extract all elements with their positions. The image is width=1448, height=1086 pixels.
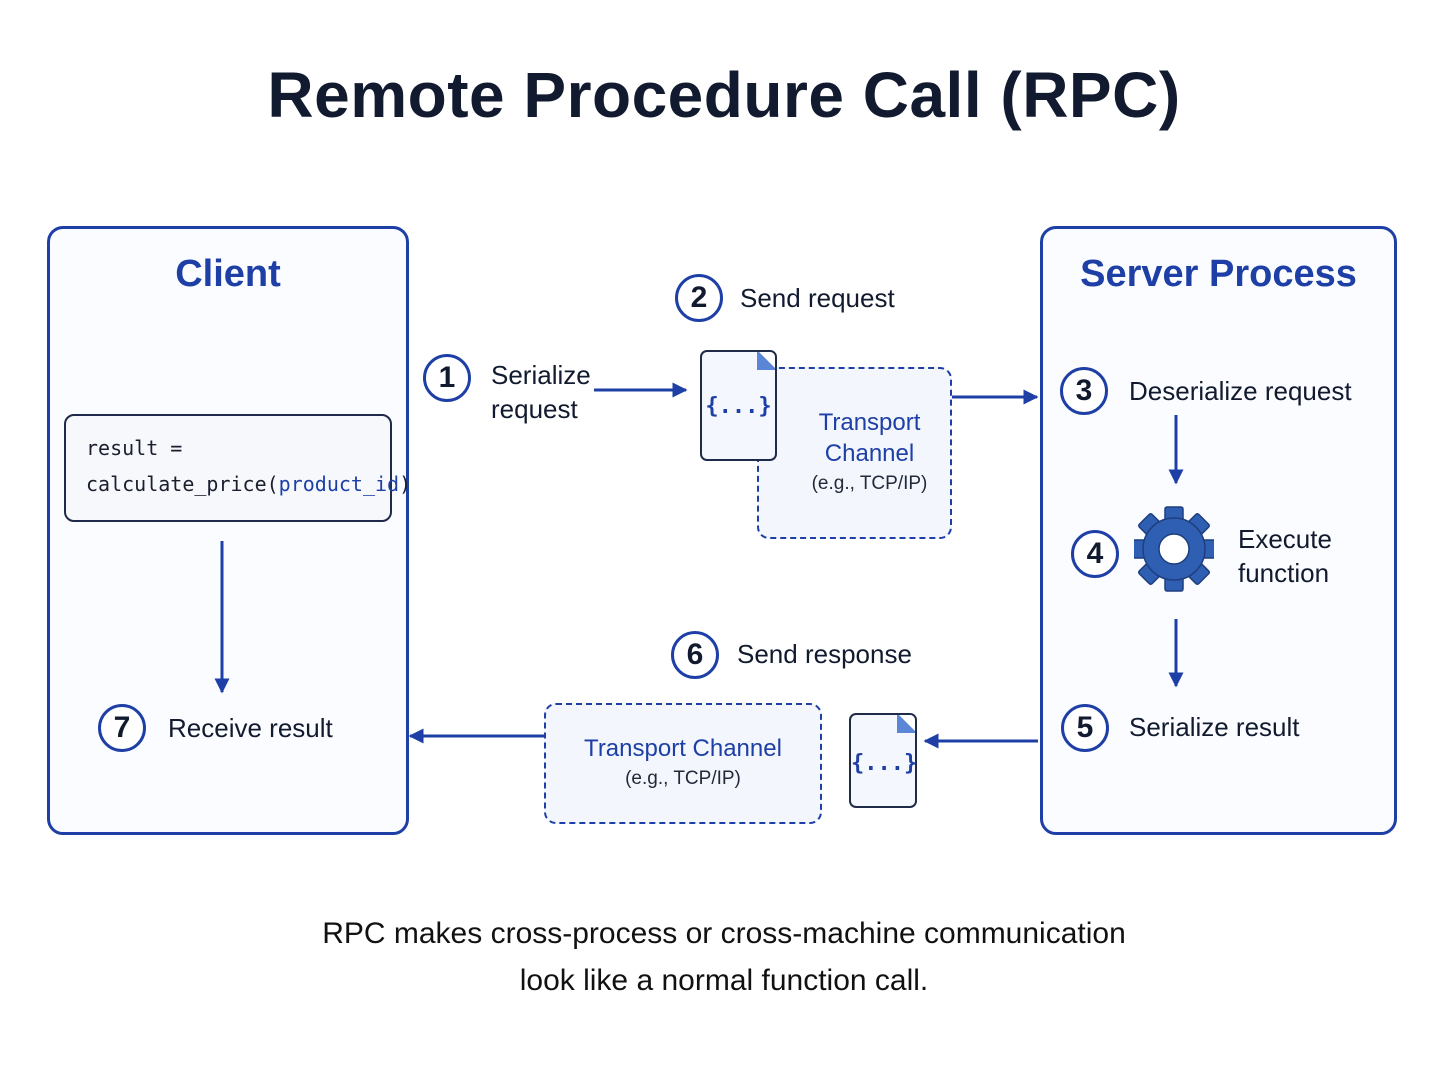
channel-response-name: Transport Channel — [584, 735, 782, 762]
payload-label-response: {...} — [851, 751, 917, 776]
channel-request-name-line2: Channel — [824, 440, 915, 467]
gear-icon — [1134, 506, 1214, 592]
step-7-badge: 7 — [98, 704, 146, 752]
channel-response-sub: (e.g., TCP/IP) — [625, 768, 741, 789]
channel-request-sub: (e.g., TCP/IP) — [811, 473, 928, 494]
transport-channel-request: Transport Channel (e.g., TCP/IP) — [757, 367, 952, 539]
caption-line2: look like a normal function call. — [519, 964, 929, 997]
code-line-assignment: result = — [86, 436, 183, 460]
step-3-badge: 3 — [1060, 367, 1108, 415]
server-panel: Server Process — [1040, 226, 1397, 835]
step-6-label: Send response — [737, 639, 912, 669]
client-title: Client — [175, 253, 281, 295]
code-paren-close: ) — [399, 472, 412, 496]
step-1-badge: 1 — [423, 354, 471, 402]
caption-line1: RPC makes cross-process or cross-machine… — [322, 917, 1126, 950]
code-line-call: calculate_price(product_id) — [86, 466, 411, 502]
code-function-name: calculate_price( — [86, 472, 279, 496]
step-4-label: Execute function — [1238, 522, 1332, 590]
code-argument: product_id — [278, 472, 400, 496]
document-icon-response: {...} — [849, 713, 917, 808]
step-5-label: Serialize result — [1129, 712, 1300, 742]
step-6-badge: 6 — [671, 631, 719, 679]
payload-label-request: {...} — [705, 394, 772, 419]
channel-request-name-line1: Transport — [818, 409, 921, 436]
page-title: Remote Procedure Call (RPC) — [267, 59, 1181, 131]
document-icon-request: {...} — [700, 350, 777, 461]
step-4-label-line1: Execute — [1238, 524, 1332, 554]
server-title: Server Process — [1080, 253, 1357, 295]
step-3-label: Deserialize request — [1129, 376, 1352, 406]
client-code-snippet: result = calculate_price(product_id) — [64, 414, 411, 522]
step-1-label: Serialize request — [491, 358, 591, 426]
step-1-label-line1: Serialize — [491, 360, 591, 390]
step-4-badge: 4 — [1071, 530, 1119, 578]
step-5-badge: 5 — [1061, 704, 1109, 752]
caption: RPC makes cross-process or cross-machine… — [0, 910, 1448, 1004]
step-1-label-line2: request — [491, 394, 578, 424]
step-2-label: Send request — [740, 283, 895, 313]
step-4-label-line2: function — [1238, 558, 1330, 588]
step-2-badge: 2 — [675, 274, 723, 322]
transport-channel-response: Transport Channel (e.g., TCP/IP) — [544, 703, 822, 824]
step-7-label: Receive result — [168, 713, 333, 743]
